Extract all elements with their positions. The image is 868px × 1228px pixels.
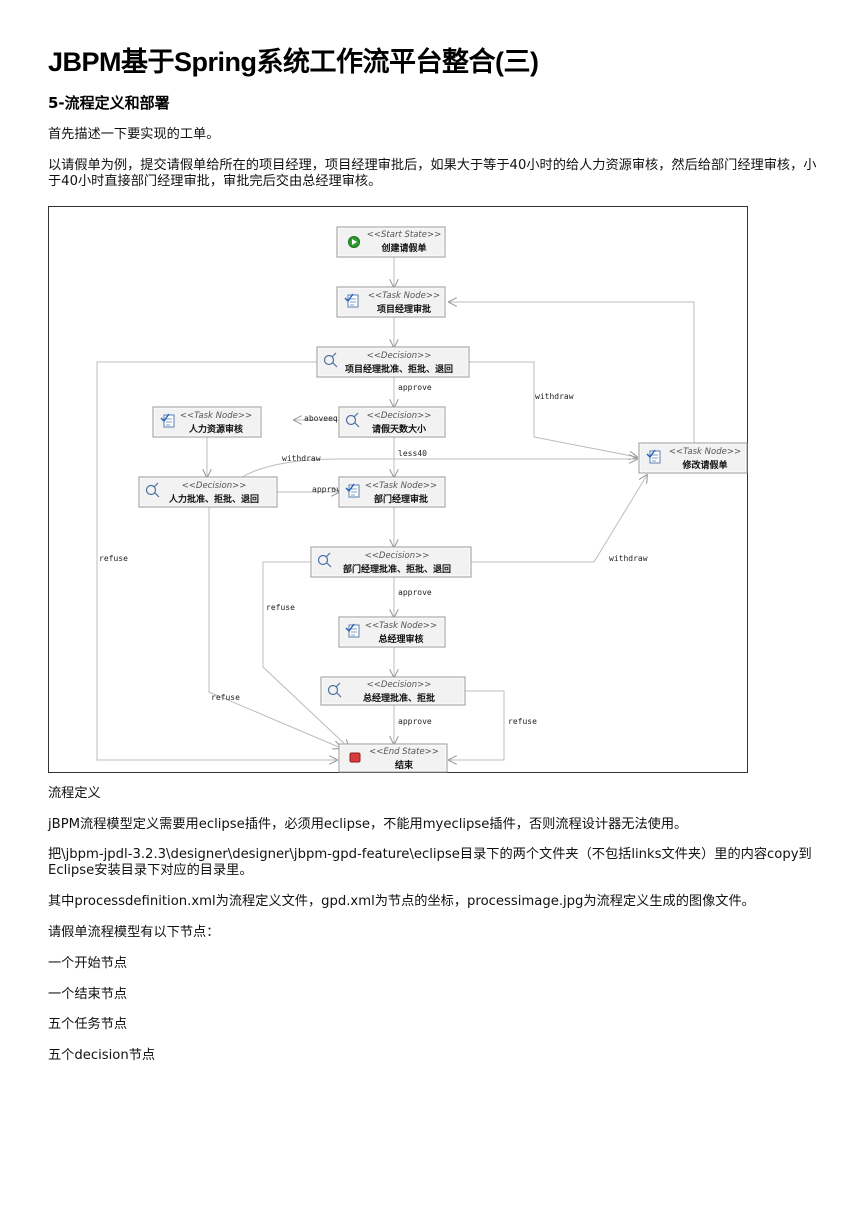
node-dept-review: <<Task Node>> 部门经理审批 [338,476,446,508]
node-start: <<Start State>> 创建请假单 [336,226,446,258]
edge-label-refuse-1: refuse [99,554,128,563]
node-stereotype: <<Decision>> [367,351,432,361]
node-pm-decision: <<Decision>> 项目经理批准、拒批、退回 [316,346,470,378]
edge-label-refuse-3: refuse [211,693,240,702]
node-name: 项目经理审批 [377,303,431,315]
edge-refuse-1 [96,361,337,760]
node-name: 部门经理审批 [374,493,428,505]
node-stereotype: <<Start State>> [367,230,441,240]
edge-label-withdraw-1: withdraw [535,392,574,401]
node-stereotype: <<Task Node>> [368,291,440,301]
edge-label-approve-3: approve [398,588,432,597]
nodes-intro-paragraph: 请假单流程模型有以下节点： [48,925,220,940]
node-list-start: 一个开始节点 [48,956,128,971]
edge-label-approve-4: approve [398,717,432,726]
process-diagram: approve withdraw aboveequal40 less40 wit… [48,206,748,773]
edge-modify-to-pm [449,302,695,443]
node-stereotype: <<Task Node>> [180,411,252,421]
copy-paragraph: 把\jbpm-jpdl-3.2.3\designer\designer\jbpm… [48,847,812,878]
node-name: 修改请假单 [681,459,727,471]
intro-paragraph: 首先描述一下要实现的工单。 [48,127,220,142]
task-node-icon [646,449,661,464]
end-state-icon [349,752,361,763]
edge-refuse-4 [449,690,505,760]
node-modify: <<Task Node>> 修改请假单 [638,442,748,474]
edge-label-withdraw-2: withdraw [282,454,321,463]
node-name: 请假天数大小 [372,423,426,435]
node-list-decisions: 五个decision节点 [48,1048,156,1063]
edge-withdraw-2 [241,459,637,478]
node-name: 创建请假单 [380,242,426,254]
decision-icon [345,412,360,428]
node-name: 人力资源审核 [188,423,243,435]
page-title: JBPM基于Spring系统工作流平台整合(三) [48,47,539,77]
edge-label-withdraw-3: withdraw [609,554,648,563]
edge-withdraw-3 [471,475,647,563]
node-name: 结束 [395,759,414,771]
edge-label-approve-2: approve [312,485,346,494]
node-stereotype: <<Decision>> [365,551,430,561]
edge-label-aboveequal40: aboveequal40 [304,414,362,423]
section-heading: 5-流程定义和部署 [48,94,170,112]
task-node-icon [344,293,359,308]
edge-label-refuse-4: refuse [508,717,537,726]
node-stereotype: <<Task Node>> [365,481,437,491]
node-gm-review: <<Task Node>> 总经理审核 [338,616,446,648]
files-paragraph: 其中processdefinition.xml为流程定义文件，gpd.xml为节… [48,894,755,909]
node-dept-decision: <<Decision>> 部门经理批准、拒批、退回 [310,546,472,578]
node-name: 人力批准、拒批、退回 [168,493,259,505]
edge-label-approve-1: approve [398,383,432,392]
node-list-tasks: 五个任务节点 [48,1017,128,1032]
node-name: 部门经理批准、拒批、退回 [343,563,451,575]
decision-icon [317,552,332,568]
node-end: <<End State>> 结束 [338,743,448,773]
edge-refuse-3 [208,507,341,748]
edge-withdraw-1 [469,361,637,457]
node-list-end: 一个结束节点 [48,987,128,1002]
process-diagram-svg: approve withdraw aboveequal40 less40 wit… [96,226,748,773]
node-hr-review: <<Task Node>> 人力资源审核 [152,406,262,438]
edge-label-less40: less40 [398,449,427,458]
node-stereotype: <<Decision>> [367,680,432,690]
node-name: 项目经理批准、拒批、退回 [345,363,453,375]
edge-refuse-2 [262,561,349,748]
decision-icon [145,482,160,498]
node-stereotype: <<Task Node>> [669,447,741,457]
node-hr-decision: <<Decision>> 人力批准、拒批、退回 [138,476,278,508]
edge-label-refuse-2: refuse [266,603,295,612]
node-pm-review: <<Task Node>> 项目经理审批 [336,286,446,318]
node-stereotype: <<End State>> [369,747,439,757]
figure-caption: 流程定义 [48,786,101,801]
diagram-edges [96,257,695,760]
task-node-icon [345,483,360,498]
plugin-paragraph: jBPM流程模型定义需要用eclipse插件，必须用eclipse，不能用mye… [48,817,688,832]
description-paragraph: 以请假单为例，提交请假单给所在的项目经理，项目经理审批后，如果大于等于40小时的… [48,158,817,189]
edge-labels: approve withdraw aboveequal40 less40 wit… [99,383,648,726]
node-stereotype: <<Task Node>> [365,621,437,631]
decision-icon [327,682,342,698]
decision-icon [323,352,338,368]
node-days-decision: <<Decision>> 请假天数大小 [338,406,446,438]
task-node-icon [160,413,175,428]
node-stereotype: <<Decision>> [367,411,432,421]
node-name: 总经理批准、拒批 [363,692,435,704]
node-gm-decision: <<Decision>> 总经理批准、拒批 [320,676,466,706]
node-stereotype: <<Decision>> [182,481,247,491]
node-name: 总经理审核 [378,633,423,645]
task-node-icon [345,623,360,638]
